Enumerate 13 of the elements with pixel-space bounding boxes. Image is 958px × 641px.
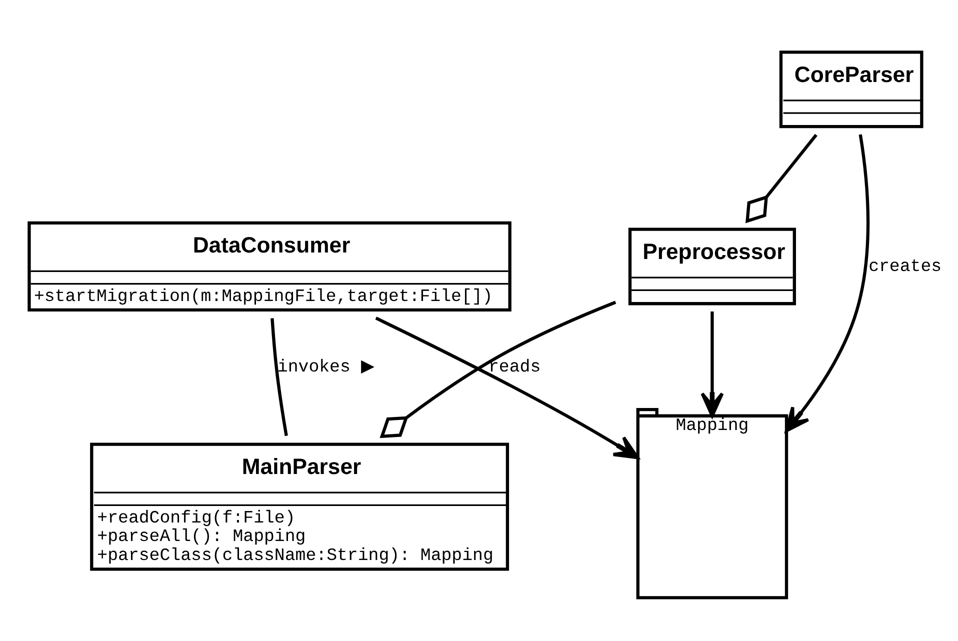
node-box: DataConsumer +startMigration(m:MappingFile,target:File[])	[28, 220, 512, 312]
connector	[380, 300, 616, 438]
connector	[746, 133, 818, 223]
edge-label: creates	[868, 257, 942, 276]
arrow	[700, 311, 724, 417]
node-box: Preprocessor	[628, 227, 796, 305]
node-box: MainParser +readConfig(f:File) +parseAll(): Mapping +parseClass(className:String): Mapping	[90, 442, 510, 570]
arrow	[375, 316, 640, 459]
connector	[270, 318, 288, 436]
edge-label: invokes ▶	[277, 358, 374, 377]
arrow	[784, 134, 870, 432]
node-box: CoreParser	[779, 50, 924, 128]
edge-label: reads	[488, 358, 541, 377]
